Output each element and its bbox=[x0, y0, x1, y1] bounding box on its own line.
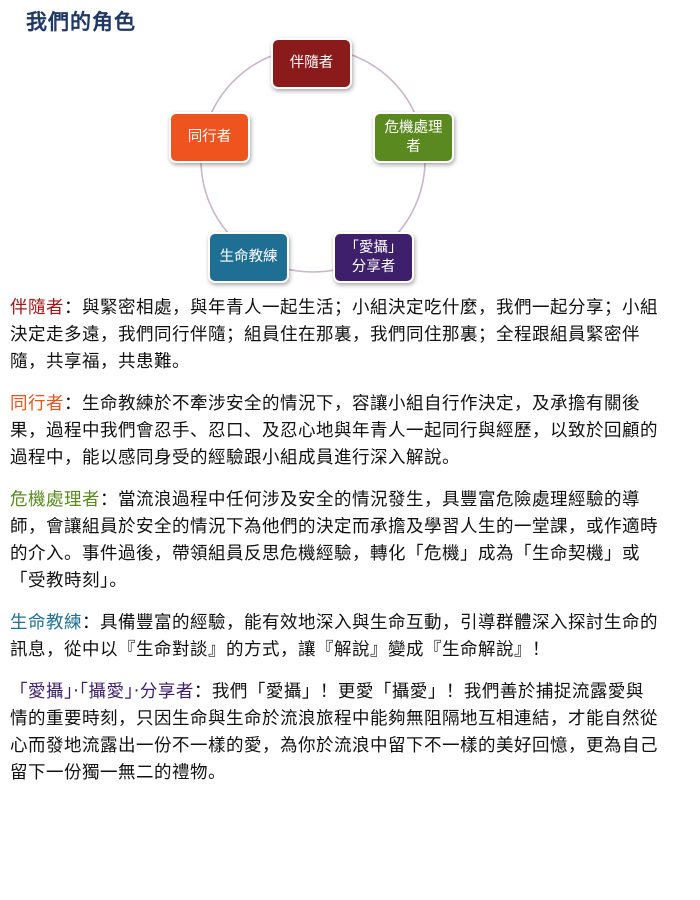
section-crisis-handler: 危機處理者：當流浪過程中任何涉及安全的情況發生，具豐富危險處理經驗的導師，會讓組… bbox=[10, 487, 658, 595]
role-cycle-diagram: 伴隨者 危機處理 者 「愛攝」 分享者 生命教練 同行者 bbox=[0, 0, 700, 300]
term-crisis-handler: 危機處理者 bbox=[10, 490, 100, 510]
section-companion: 伴隨者：與緊密相處，與年青人一起生活；小組決定吃什麼，我們一起分享；小組決定走多… bbox=[10, 295, 658, 376]
section-text: ：與緊密相處，與年青人一起生活；小組決定吃什麼，我們一起分享；小組決定走多遠，我… bbox=[10, 298, 658, 372]
node-sharer: 「愛攝」 分享者 bbox=[333, 232, 414, 283]
section-text: ：我們「愛攝」！更愛「攝愛」！我們善於捕捉流露愛與情的重要時刻，只因生命與生命於… bbox=[10, 682, 658, 783]
node-companion: 伴隨者 bbox=[271, 38, 352, 89]
page-title: 我們的角色 bbox=[26, 10, 136, 34]
section-life-coach: 生命教練：具備豐富的經驗，能有效地深入與生命互動，引導群體深入探討生命的訊息，從… bbox=[10, 610, 658, 664]
section-sharer: 「愛攝」‧「攝愛」‧分享者：我們「愛攝」！更愛「攝愛」！我們善於捕捉流露愛與情的… bbox=[10, 679, 658, 787]
section-text: ：具備豐富的經驗，能有效地深入與生命互動，引導群體深入探討生命的訊息，從中以『生… bbox=[10, 613, 658, 660]
term-life-coach: 生命教練 bbox=[10, 613, 82, 633]
section-text: ：生命教練於不牽涉安全的情況下，容讓小組自行作決定，及承擔有關後果，過程中我們會… bbox=[10, 394, 658, 468]
term-fellow-traveler: 同行者 bbox=[10, 394, 64, 414]
term-companion: 伴隨者 bbox=[10, 298, 64, 318]
node-life-coach: 生命教練 bbox=[208, 232, 289, 283]
node-crisis-handler: 危機處理 者 bbox=[373, 112, 454, 163]
node-fellow-traveler: 同行者 bbox=[169, 112, 250, 163]
role-descriptions: 伴隨者：與緊密相處，與年青人一起生活；小組決定吃什麼，我們一起分享；小組決定走多… bbox=[10, 295, 658, 802]
term-sharer: 「愛攝」‧「攝愛」‧分享者 bbox=[10, 682, 194, 702]
section-text: ：當流浪過程中任何涉及安全的情況發生，具豐富危險處理經驗的導師，會讓組員於安全的… bbox=[10, 490, 658, 591]
section-fellow-traveler: 同行者：生命教練於不牽涉安全的情況下，容讓小組自行作決定，及承擔有關後果，過程中… bbox=[10, 391, 658, 472]
